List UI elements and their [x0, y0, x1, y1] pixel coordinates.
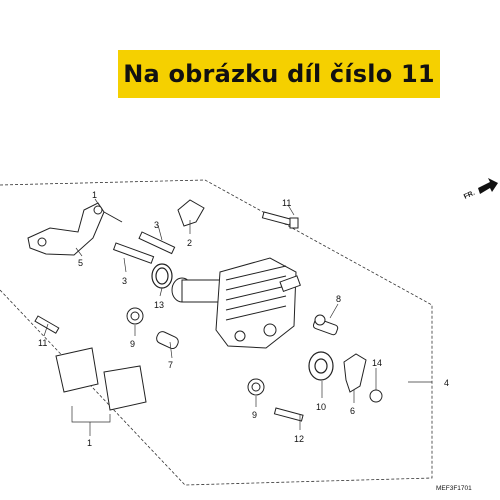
part-10-boot — [308, 351, 334, 381]
bolts — [34, 211, 304, 422]
assembly-outline — [0, 179, 433, 486]
callout-8: 8 — [336, 294, 341, 304]
part-6-plate — [343, 353, 367, 393]
part-14-nut — [369, 389, 383, 403]
part-7-sleeve — [156, 331, 179, 350]
callout-1-bottom: 1 — [87, 438, 92, 448]
caliper-body — [171, 257, 301, 349]
part-9-nuts — [126, 307, 265, 396]
callout-3b: 3 — [122, 276, 127, 286]
part-5-bracket — [27, 202, 123, 256]
callout-2: 2 — [187, 238, 192, 248]
callout-9b: 9 — [252, 410, 257, 420]
banner-text: Na obrázku díl číslo 11 — [123, 60, 435, 88]
callout-9a: 9 — [130, 339, 135, 349]
part-13-seal — [151, 263, 173, 289]
callout-10: 10 — [316, 402, 326, 412]
part-1-pads — [55, 347, 147, 411]
part-number-banner: Na obrázku díl číslo 11 — [118, 50, 440, 98]
callout-4: 4 — [444, 378, 449, 388]
callout-12: 12 — [294, 434, 304, 444]
diagram-code: MEF3F1701 — [436, 485, 472, 492]
callout-11b: 11 — [38, 338, 47, 348]
callout-numbers: 1 2 3 3 4 5 6 7 8 9 9 10 11 11 12 13 14 … — [38, 190, 449, 448]
direction-label: FR. — [463, 190, 476, 201]
callout-13: 13 — [154, 300, 164, 310]
callout-5: 5 — [78, 258, 83, 268]
callout-1-top: 1 — [92, 190, 97, 200]
part-8-bleeder — [312, 314, 339, 336]
part-2-retainer — [177, 199, 205, 227]
callout-7: 7 — [168, 360, 173, 370]
callout-3a: 3 — [154, 220, 159, 230]
callout-6: 6 — [350, 406, 355, 416]
callout-11a: 11 — [282, 198, 291, 208]
leader-lines — [43, 198, 432, 436]
front-direction-arrow: FR. — [463, 178, 498, 201]
callout-14: 14 — [372, 358, 382, 368]
part-3-pins — [112, 231, 176, 264]
